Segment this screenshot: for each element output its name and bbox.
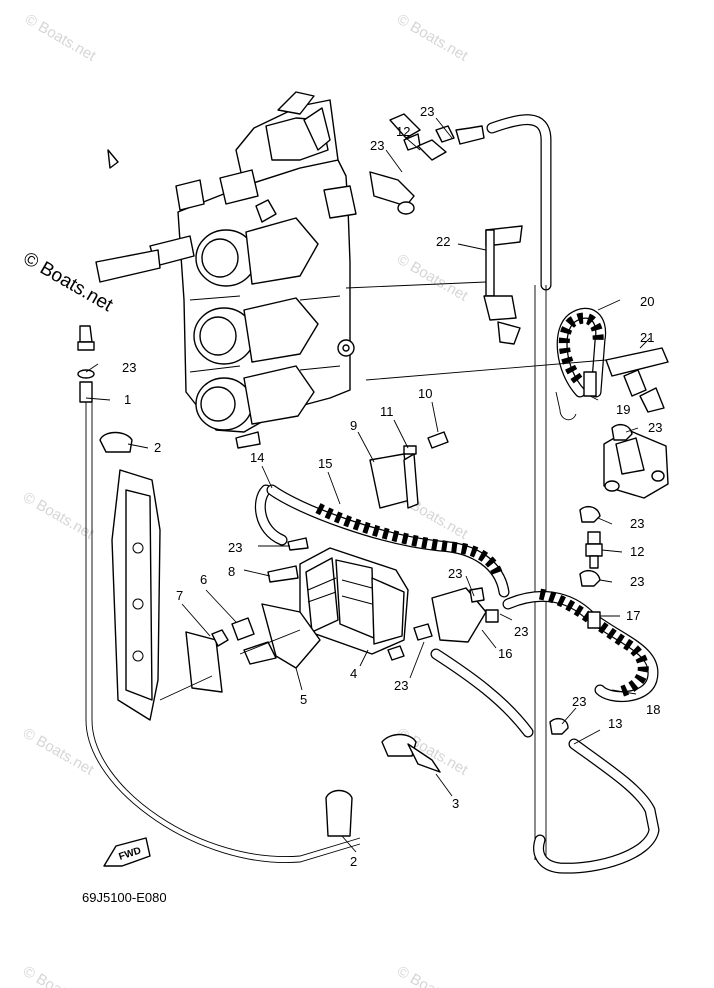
callout-3: 3 xyxy=(452,796,459,811)
callout-23: 23 xyxy=(630,574,644,589)
callout-6: 6 xyxy=(200,572,207,587)
callout-16: 16 xyxy=(498,646,512,661)
vapor-separator xyxy=(299,547,409,655)
callout-20: 20 xyxy=(640,294,654,309)
figure-code: 69J5100-E080 xyxy=(82,890,167,905)
callout-23: 23 xyxy=(648,420,662,435)
watermark: © Boats.net xyxy=(20,725,97,779)
coiled-hose xyxy=(502,588,659,703)
watermark: © Boats.net xyxy=(394,963,471,988)
callout-19: 19 xyxy=(616,402,630,417)
coil-hose-20 xyxy=(555,307,607,421)
callout-11: 11 xyxy=(380,404,394,419)
callout-4: 4 xyxy=(350,666,357,681)
callout-13: 13 xyxy=(608,716,622,731)
callout-10: 10 xyxy=(418,386,432,401)
callouts: 23 12 23 22 20 21 23 1 2 19 10 11 9 23 1… xyxy=(122,104,662,869)
callout-18: 18 xyxy=(646,702,660,717)
watermark: © Boats.net xyxy=(22,11,99,65)
callout-9: 9 xyxy=(350,418,357,433)
callout-2: 2 xyxy=(350,854,357,869)
callout-23: 23 xyxy=(370,138,384,153)
leader-lines xyxy=(85,117,651,853)
callout-12: 12 xyxy=(396,124,410,139)
callout-23: 23 xyxy=(572,694,586,709)
watermark: © Boats.net xyxy=(394,251,471,305)
callout-1: 1 xyxy=(124,392,131,407)
callout-21: 21 xyxy=(640,330,654,345)
callout-5: 5 xyxy=(300,692,307,707)
watermark-main: © Boats.net xyxy=(20,248,117,316)
callout-23: 23 xyxy=(394,678,408,693)
fwd-arrow: FWD xyxy=(103,837,151,867)
callout-8: 8 xyxy=(228,564,235,579)
callout-12: 12 xyxy=(630,544,644,559)
throttle-body-assembly xyxy=(95,91,357,449)
small-parts xyxy=(77,113,669,837)
callout-22: 22 xyxy=(436,234,450,249)
callout-2: 2 xyxy=(154,440,161,455)
callout-7: 7 xyxy=(176,588,183,603)
watermark: © Boats.net xyxy=(20,963,97,988)
callout-23: 23 xyxy=(448,566,462,581)
callout-23: 23 xyxy=(122,360,136,375)
sheathed-hoses xyxy=(266,484,510,598)
callout-23: 23 xyxy=(420,104,434,119)
callout-17: 17 xyxy=(626,608,640,623)
fuel-hoses xyxy=(85,114,660,874)
callout-23: 23 xyxy=(514,624,528,639)
callout-23: 23 xyxy=(228,540,242,555)
watermark: © Boats.net xyxy=(394,11,471,65)
callout-14: 14 xyxy=(250,450,264,465)
callout-15: 15 xyxy=(318,456,332,471)
callout-23: 23 xyxy=(630,516,644,531)
